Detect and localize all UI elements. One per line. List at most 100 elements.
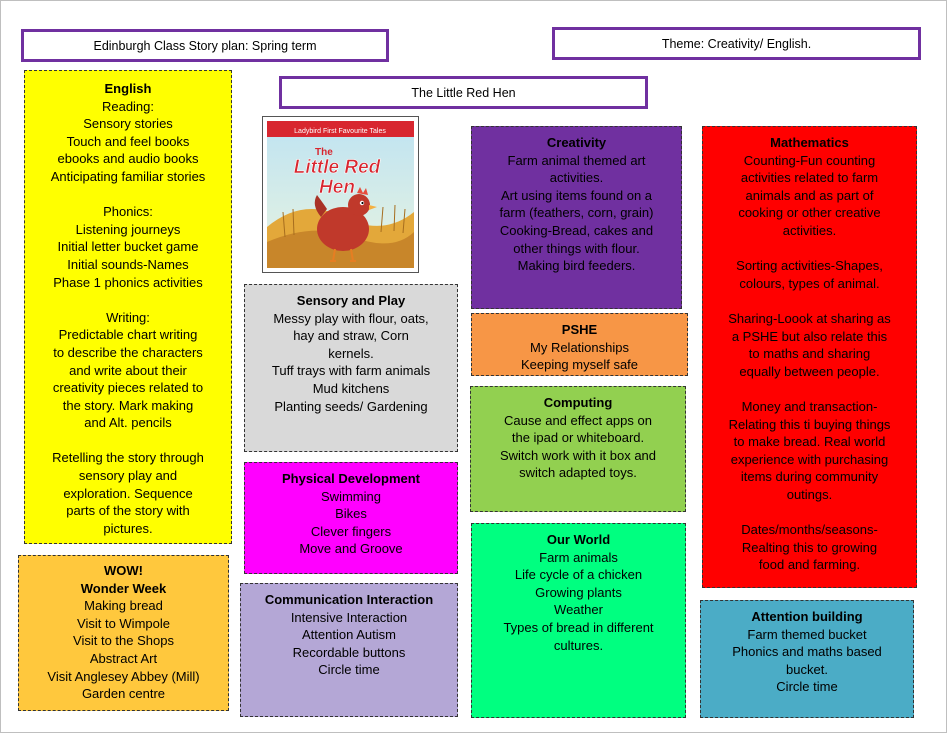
pshe-title: PSHE <box>561 322 598 337</box>
maths-line: Dates/months/seasons- <box>741 522 878 538</box>
maths-spacer <box>703 380 916 398</box>
maths-title: Mathematics <box>770 135 849 150</box>
computing-title: Computing <box>543 395 613 410</box>
english-line: the story. Mark making <box>62 397 194 413</box>
english-line: Touch and feel books <box>66 133 190 149</box>
plan-title: Edinburgh Class Story plan: Spring term <box>93 38 317 53</box>
creativity-line: Making bird feeders. <box>517 258 636 274</box>
sensory-line: Messy play with flour, oats, <box>273 310 429 326</box>
english-line: pictures. <box>103 520 153 536</box>
world-line: cultures. <box>553 637 604 653</box>
maths-line: activities related to farm <box>740 170 879 186</box>
maths-line: Sorting activities-Shapes, <box>736 258 883 274</box>
english-line: exploration. Sequence <box>63 485 193 501</box>
world-title: Our World <box>546 532 611 547</box>
physical-line: Bikes <box>335 506 367 522</box>
communication-line: Circle time <box>318 662 380 678</box>
physical-title: Physical Development <box>282 471 420 486</box>
story-title-box: The Little Red Hen <box>279 76 648 109</box>
english-title: English <box>104 81 152 96</box>
maths-line: colours, types of animal. <box>739 275 880 291</box>
maths-line: outings. <box>786 486 833 502</box>
book-title-line2: Little Red <box>294 157 381 178</box>
attention-title: Attention building <box>751 609 863 624</box>
english-line: Reading: <box>101 98 155 114</box>
sensory-line: Mud kitchens <box>312 380 390 396</box>
creativity-line: Cooking-Bread, cakes and <box>499 222 654 238</box>
english-line: to describe the characters <box>53 344 203 360</box>
attention-line: Farm themed bucket <box>747 626 867 642</box>
maths-line: Counting-Fun counting <box>743 152 876 168</box>
maths-line: to make bread. Real world <box>733 434 886 450</box>
communication-title: Communication Interaction <box>264 592 434 607</box>
maths-line: to maths and sharing <box>748 346 871 362</box>
book-cover-image: Ladybird First Favourite Tales The Littl… <box>262 116 419 273</box>
physical-line: Move and Groove <box>299 541 403 557</box>
attention-line: Phonics and maths based <box>732 644 882 660</box>
creativity-title: Creativity <box>546 135 607 150</box>
sensory-title: Sensory and Play <box>296 293 406 308</box>
wow-line: Abstract Art <box>89 650 158 666</box>
maths-line: Sharing-Loook at sharing as <box>728 310 891 326</box>
english-line: Phonics: <box>103 204 153 220</box>
creativity-line: Art using items found on a <box>500 187 653 203</box>
maths-line: items during community <box>740 469 879 485</box>
english-line: Retelling the story through <box>52 450 204 466</box>
english-line: Initial letter bucket game <box>57 239 199 255</box>
english-line: Sensory stories <box>83 116 173 132</box>
english-line: parts of the story with <box>66 503 190 519</box>
wow-line: Visit Anglesey Abbey (Mill) <box>47 668 200 684</box>
wow-line: Visit to Wimpole <box>77 615 170 631</box>
english-line: Anticipating familiar stories <box>50 168 206 184</box>
english-line: Predictable chart writing <box>58 327 198 343</box>
english-line: and write about their <box>69 362 187 378</box>
english-spacer <box>25 291 231 309</box>
attention-line: bucket. <box>786 661 828 677</box>
english-line: Listening journeys <box>75 221 181 237</box>
wow-line: Making bread <box>84 598 163 614</box>
maths-line: Relating this ti buying things <box>728 416 891 432</box>
english-line: Phase 1 phonics activities <box>53 274 203 290</box>
maths-line: a PSHE but also relate this <box>731 328 888 344</box>
book-cover-illustration: Ladybird First Favourite Tales The Littl… <box>267 121 414 268</box>
plan-title-box: Edinburgh Class Story plan: Spring term <box>21 29 389 62</box>
book-title-line1: The <box>315 147 333 158</box>
maths-spacer <box>703 292 916 310</box>
maths-spacer <box>703 240 916 258</box>
english-spacer <box>25 186 231 204</box>
sensory-line: Tuff trays with farm animals <box>271 363 431 379</box>
maths-line: Money and transaction- <box>741 398 878 414</box>
pshe-line: Keeping myself safe <box>520 357 639 373</box>
theme-box: Theme: Creativity/ English. <box>552 27 921 60</box>
maths-spacer <box>703 503 916 521</box>
creativity-line: activities. <box>549 170 604 186</box>
communication-line: Recordable buttons <box>292 644 406 660</box>
english-line: ebooks and audio books <box>57 151 199 167</box>
computing-line: switch adapted toys. <box>519 465 637 481</box>
maths-line: cooking or other creative <box>738 205 881 221</box>
physical-line: Clever fingers <box>310 523 392 539</box>
sensory-line: hay and straw, Corn <box>293 328 409 344</box>
book-title-line3: Hen <box>319 177 355 198</box>
world-line: Life cycle of a chicken <box>514 567 643 583</box>
english-spacer <box>25 432 231 450</box>
maths-line: food and farming. <box>758 557 861 573</box>
story-title: The Little Red Hen <box>411 85 516 100</box>
computing-line: the ipad or whiteboard. <box>511 430 645 446</box>
wow-line: Garden centre <box>81 686 166 702</box>
creativity-line: farm (feathers, corn, grain) <box>499 205 654 221</box>
maths-line: animals and as part of <box>745 187 874 203</box>
world-line: Farm animals <box>539 549 618 565</box>
physical-line: Swimming <box>321 488 381 504</box>
wow-title: WOW! <box>104 563 143 578</box>
maths-line: Realting this to growing <box>741 539 878 555</box>
sensory-line: kernels. <box>328 345 374 361</box>
